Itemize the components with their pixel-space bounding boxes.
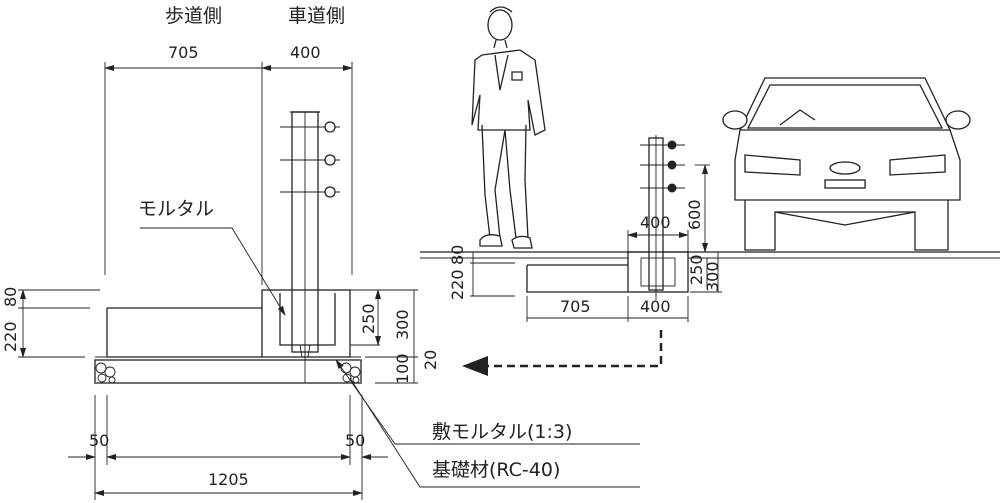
- dim-bedding-mortar: 20: [421, 350, 440, 370]
- header-roadway-side: 車道側: [288, 5, 345, 27]
- arrow-head-icon: [462, 356, 488, 376]
- dim-top-offset: 80: [1, 287, 20, 307]
- dim-base-course: 100: [393, 353, 412, 384]
- fence-post: [290, 111, 320, 383]
- person-illustration: [471, 6, 546, 249]
- mortar-fill: [106, 307, 262, 358]
- sleeve: [279, 293, 336, 346]
- overview-concrete-block: [627, 251, 689, 293]
- ov-dim-block-bottom-width: 400: [640, 297, 671, 316]
- overview-drawing: 400 600 250 300 220 80 705 400: [420, 6, 1000, 376]
- ov-dim-rail-height: 600: [685, 199, 704, 230]
- rail-clamps: [280, 121, 340, 198]
- label-base-material: 基礎材(RC-40): [432, 459, 560, 481]
- ov-dim-block-top-width: 400: [640, 213, 671, 232]
- overview-mortar: [526, 264, 628, 293]
- gravel-icon: [95, 362, 361, 384]
- dim-total-width: 1205: [208, 470, 249, 489]
- ov-dim-sidewalk-width: 705: [560, 297, 591, 316]
- overview-rail-clamps: [640, 140, 685, 193]
- ov-dim-block-height: 300: [703, 261, 722, 292]
- ov-dim-mortar-height: 220: [448, 269, 467, 300]
- dim-sidewalk-width: 705: [168, 43, 199, 62]
- dim-left-margin: 50: [89, 431, 109, 450]
- base-course: [94, 359, 362, 384]
- detail-reference-arrow: [485, 330, 663, 368]
- ov-dim-top-offset: 80: [448, 245, 467, 265]
- ov-dim-sleeve-depth: 250: [687, 254, 706, 285]
- label-bedding-mortar: 敷モルタル(1:3): [432, 421, 572, 443]
- section-drawing: 705 400 220 80: [1, 43, 640, 500]
- dim-block-height: 300: [393, 309, 412, 340]
- dim-right-margin: 50: [345, 431, 365, 450]
- car-illustration: [722, 77, 971, 251]
- label-mortar: モルタル: [138, 198, 214, 220]
- dim-mortar-height: 220: [1, 321, 20, 352]
- dim-sleeve-depth: 250: [359, 303, 378, 334]
- header-sidewalk-side: 歩道側: [165, 5, 222, 27]
- dim-roadway-width: 400: [290, 43, 321, 62]
